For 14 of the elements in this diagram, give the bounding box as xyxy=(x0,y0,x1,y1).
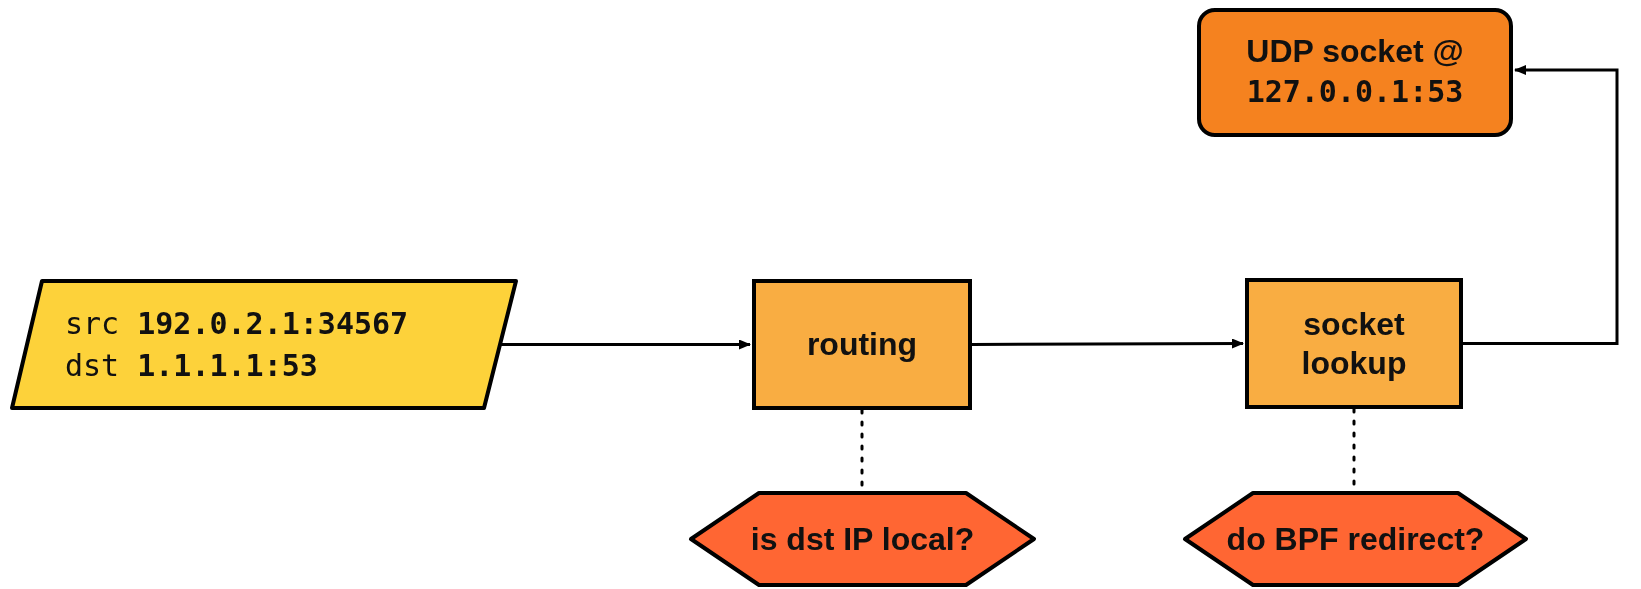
node-label: do BPF redirect? xyxy=(1226,519,1485,559)
arrow xyxy=(972,338,1244,349)
arrow xyxy=(500,339,751,350)
node-label: is dst IP local? xyxy=(750,519,975,559)
node-label: 127.0.0.1:53 xyxy=(1246,72,1464,111)
address-line: src 192.0.2.1:34567 xyxy=(65,304,409,343)
process-box xyxy=(1245,278,1463,409)
address-line: dst 1.1.1.1:53 xyxy=(65,346,318,385)
terminal-box xyxy=(1197,8,1513,137)
node-label: socket lookup xyxy=(1300,305,1408,382)
process-box xyxy=(752,279,972,410)
arrow xyxy=(1463,65,1619,345)
node-label: routing xyxy=(806,325,918,364)
node-label: UDP socket @ xyxy=(1246,32,1464,71)
